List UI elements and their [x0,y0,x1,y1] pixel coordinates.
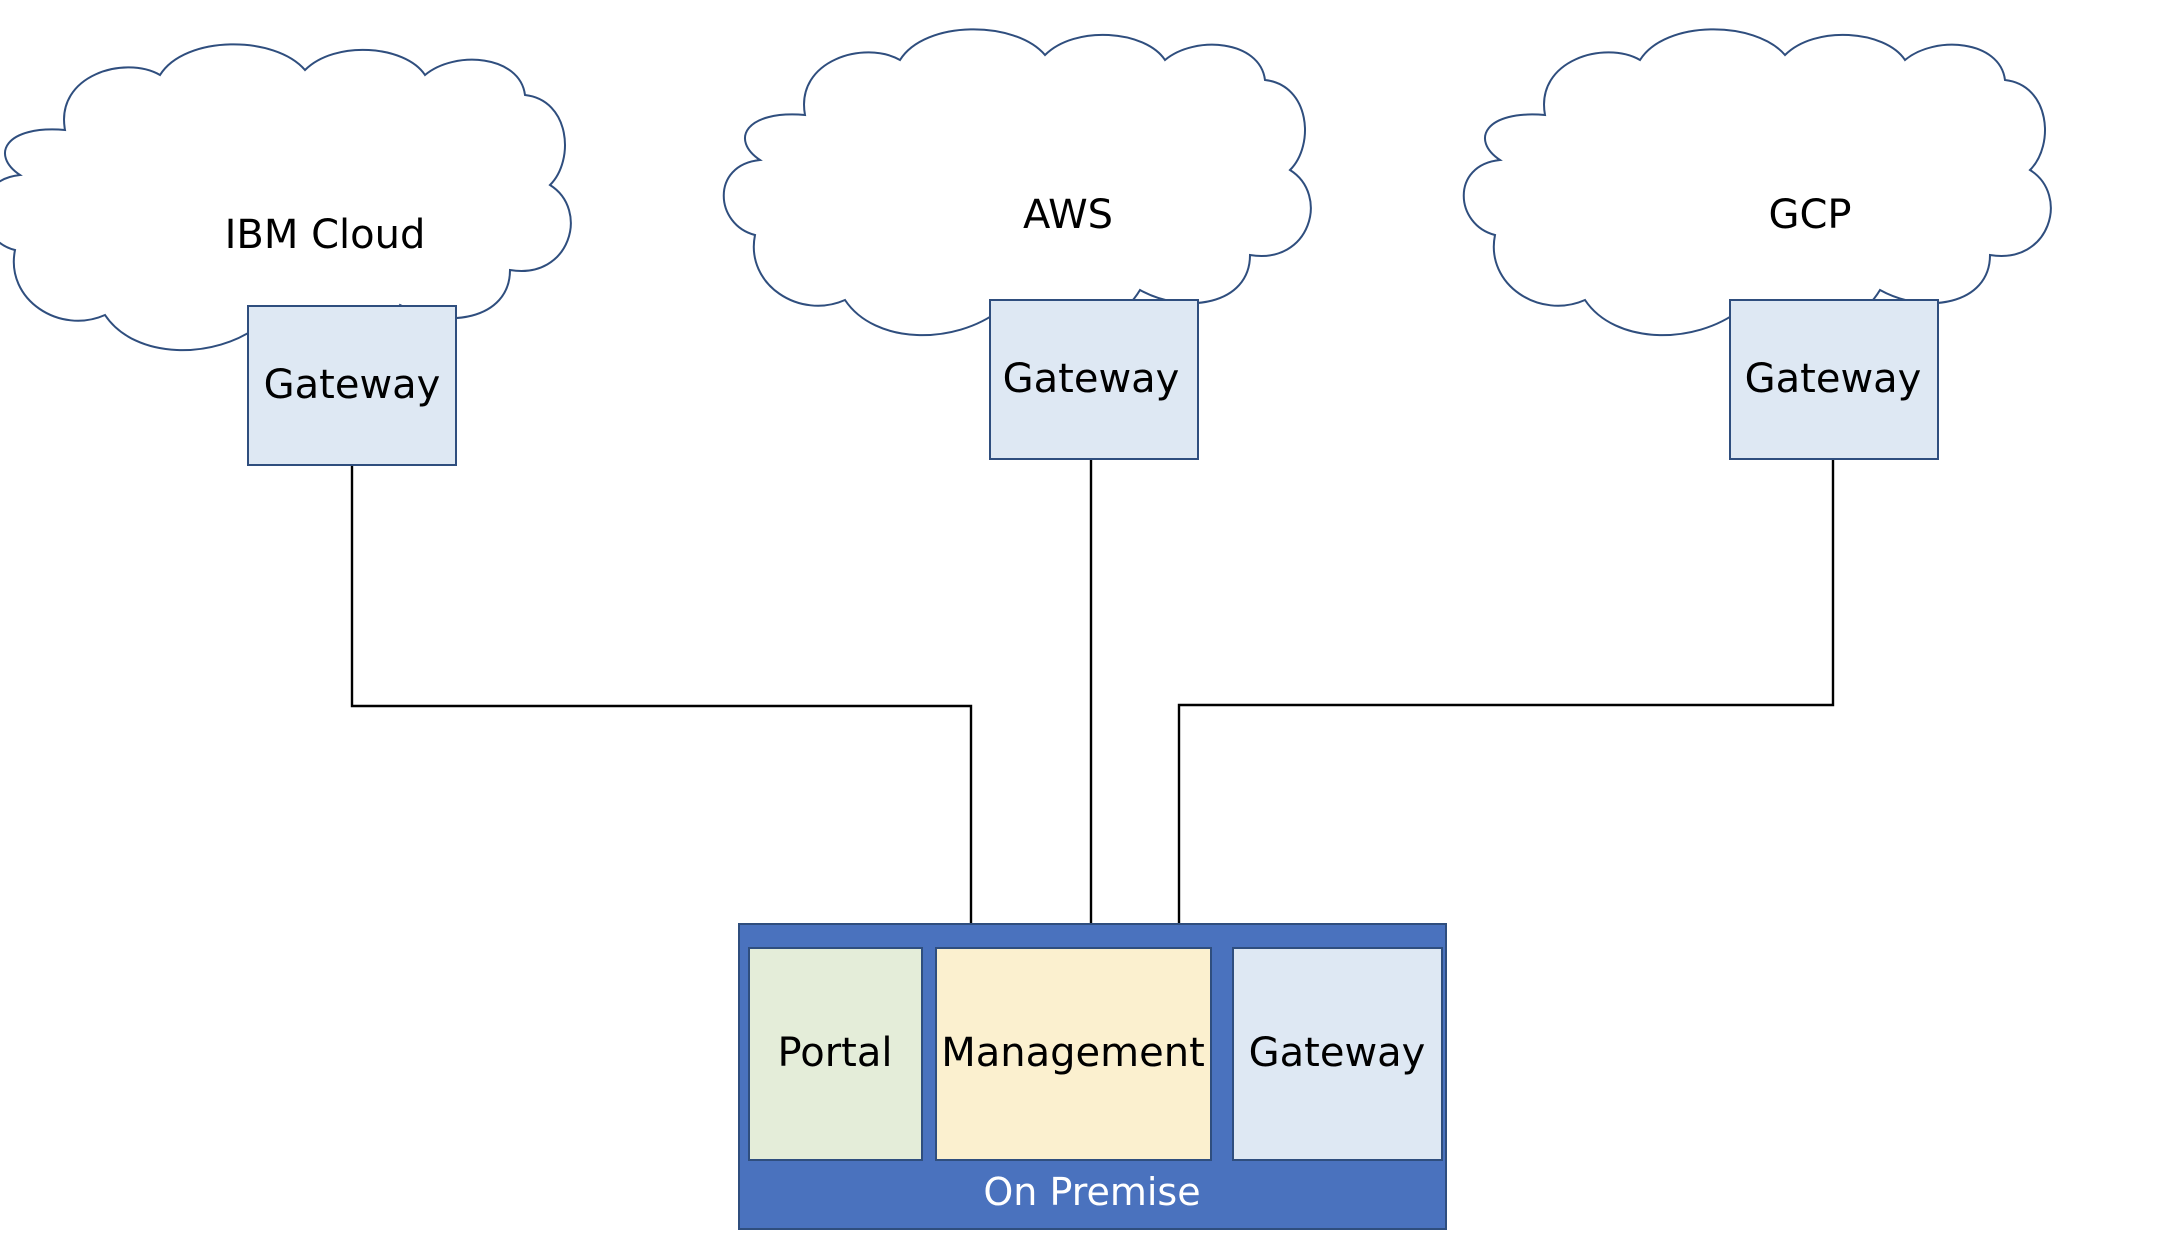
connector-ibm-to-management [350,465,973,948]
cloud-gcp-shape [1462,28,2052,337]
gateway-gcp: Gateway [1729,299,1939,460]
cloud-aws-shape [722,28,1312,337]
portal-label: Portal [778,1030,893,1076]
gateway-gcp-label: Gateway [1745,356,1922,402]
portal-box [748,947,923,1161]
gateway-aws-box [989,299,1199,460]
gateway-gcp-box [1729,299,1939,460]
onprem-gateway-label: Gateway [1249,1030,1426,1076]
on-premise-label: On Premise [983,1170,1200,1214]
gateway-ibm: Gateway [247,305,457,466]
cloud-ibm-label: IBM Cloud [225,212,426,258]
cloud-gcp-label: GCP [1768,192,1851,238]
gateway-ibm-box [247,305,457,466]
cloud-gcp [1462,28,2052,337]
cloud-ibm [0,43,572,352]
gateway-aws-label: Gateway [1003,356,1180,402]
connector-gcp-to-management [1177,460,1835,948]
gateway-ibm-label: Gateway [264,362,441,408]
cloud-ibm-shape [0,43,572,352]
on-premise: Portal Management Gateway On Premise [738,923,1447,1230]
gateway-aws: Gateway [989,299,1199,460]
management-box [935,947,1212,1161]
onprem-gateway-box [1232,947,1443,1161]
cloud-aws [722,28,1312,337]
cloud-aws-label: AWS [1023,192,1113,238]
management-label: Management [941,1030,1205,1076]
